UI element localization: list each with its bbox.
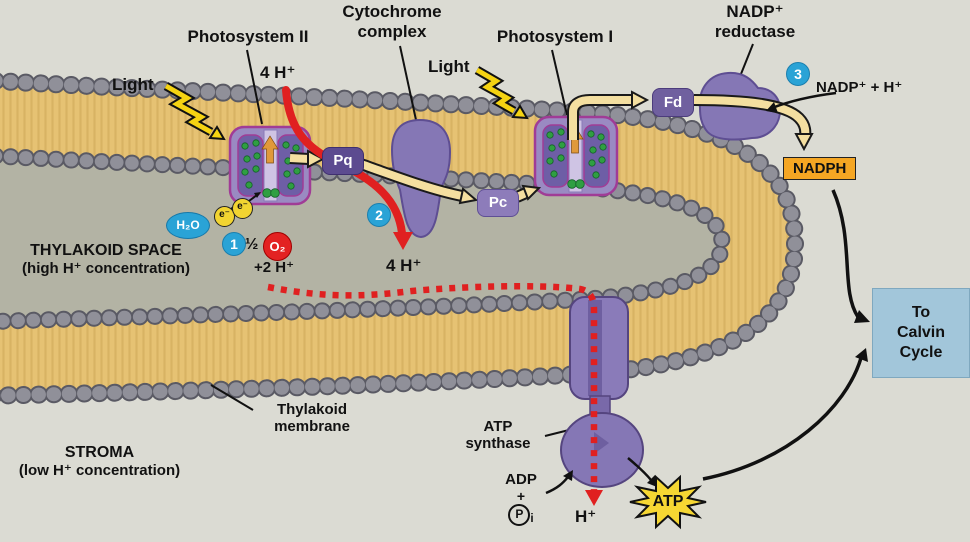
h2o-chip: H₂O xyxy=(166,212,210,239)
step-3-badge: 3 xyxy=(786,62,810,86)
photosystem-i-graphic xyxy=(533,115,619,197)
photosystem-ii-graphic xyxy=(228,125,312,206)
light-label-left: Light xyxy=(112,75,154,94)
thylakoid-space-subtitle: (high H⁺ concentration) xyxy=(22,260,190,278)
pi-subscript: i xyxy=(530,512,534,526)
psi-chlorophylls xyxy=(546,128,607,189)
photosystem-i-label: Photosystem I xyxy=(496,27,614,46)
thylakoid-space-title: THYLAKOID SPACE xyxy=(30,242,182,259)
atp-synthase-label: ATP synthase xyxy=(465,418,531,453)
plus-label: + xyxy=(516,488,526,505)
nadp-reductase-label: NADP⁺ reductase xyxy=(714,2,796,41)
nadp-plus-h-label: NADP⁺ + H⁺ xyxy=(816,79,903,96)
proton-4h-lumen-label: 4 H⁺ xyxy=(386,256,422,275)
label-pointer-lines xyxy=(210,43,754,437)
thylakoid-space-label: THYLAKOID SPACE (high H⁺ concentration) xyxy=(2,242,210,278)
step-1-badge: 1 xyxy=(222,232,246,256)
pi-circle: P xyxy=(508,504,531,527)
proton-gradient-dotted-arrow xyxy=(267,282,603,506)
plastoquinone-chip: Pq xyxy=(322,147,364,175)
proton-4h-top-label: 4 H⁺ xyxy=(260,63,296,82)
light-bolt-icon-right xyxy=(474,66,529,120)
stroma-title: STROMA xyxy=(64,444,135,461)
calvin-cycle-box: To Calvin Cycle xyxy=(872,288,970,378)
nadph-box: NADPH xyxy=(783,157,857,180)
thylakoid-membrane-label: Thylakoid membrane xyxy=(274,401,350,436)
calvin-cycle-text: To Calvin Cycle xyxy=(896,304,945,361)
psii-channel-arrow xyxy=(261,135,279,164)
step-2-badge: 2 xyxy=(367,203,391,227)
electron-chip-1: e⁻ xyxy=(214,206,235,227)
ferredoxin-chip: Fd xyxy=(652,88,694,117)
electron-flow-arrows xyxy=(289,90,814,205)
plastocyanin-chip: Pc xyxy=(477,189,519,217)
atp-label: ATP xyxy=(652,493,684,510)
stroma-label: STROMA (low H⁺ concentration) xyxy=(2,444,197,480)
electron-chip-2: e⁻ xyxy=(232,198,253,219)
half-label: ½ xyxy=(245,236,259,253)
plus-2h-label: +2 H⁺ xyxy=(254,259,295,276)
atp-starburst xyxy=(629,474,707,530)
o2-chip: O₂ xyxy=(263,232,292,261)
black-arrows xyxy=(230,91,870,495)
adp-label: ADP xyxy=(505,471,537,488)
light-bolt-icon-left xyxy=(163,82,226,141)
stroma-subtitle: (low H⁺ concentration) xyxy=(18,462,181,480)
light-label-right: Light xyxy=(428,57,470,76)
photosystem-ii-label: Photosystem II xyxy=(187,27,309,46)
cytochrome-complex-label: Cytochrome complex xyxy=(342,2,442,41)
h-plus-bottom-label: H⁺ xyxy=(575,507,597,526)
thylakoid-space-fill xyxy=(0,156,722,322)
